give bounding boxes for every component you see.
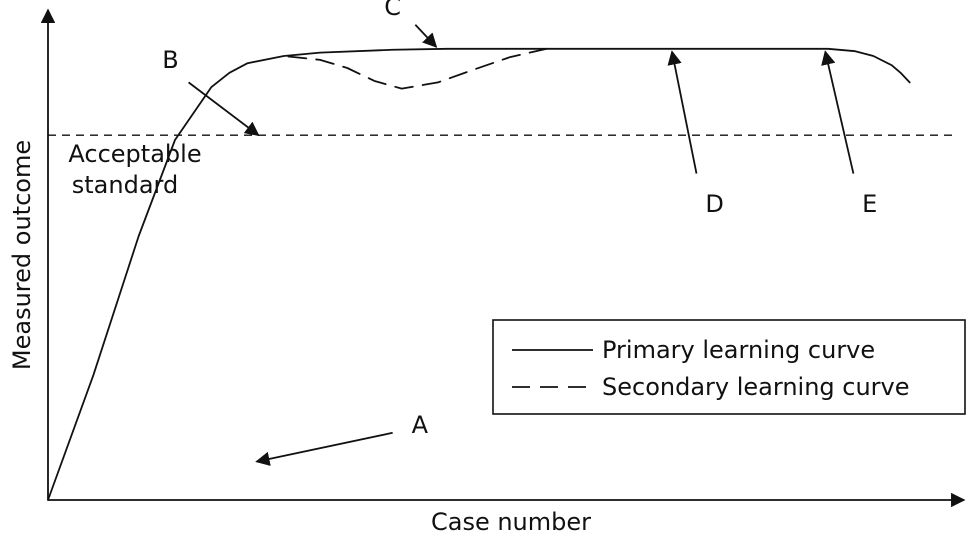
annotation-e-arrow (821, 50, 855, 174)
y-axis-label: Measured outcome (8, 140, 36, 370)
primary-learning-curve-line (47, 47, 911, 501)
legend-secondary-label: Secondary learning curve (602, 373, 910, 401)
annotation-a-arrow (255, 431, 393, 466)
annotation-d-label: D (705, 190, 723, 218)
annotation-a-label: A (412, 411, 429, 439)
reference-layer: Acceptable standard (48, 134, 955, 199)
acceptable-standard-label-line: standard (72, 171, 178, 199)
legend-box (492, 319, 966, 415)
annotation-layer: A B C D E (162, 0, 877, 466)
annotation-e-label: E (862, 190, 877, 218)
annotation-b-label: B (162, 46, 178, 74)
series-layer (47, 47, 911, 501)
secondary-learning-curve-line (287, 47, 548, 90)
annotation-d-arrow (667, 50, 698, 174)
acceptable-standard-label-line: Acceptable (68, 140, 201, 168)
x-axis-label: Case number (431, 508, 591, 536)
legend-primary-label: Primary learning curve (602, 336, 875, 364)
annotation-c-arrow (414, 24, 438, 48)
annotation-b-arrow (188, 81, 260, 137)
acceptable-standard-label: Acceptable standard (68, 140, 201, 199)
axes-layer (40, 8, 966, 508)
annotation-c-label: C (384, 0, 401, 21)
